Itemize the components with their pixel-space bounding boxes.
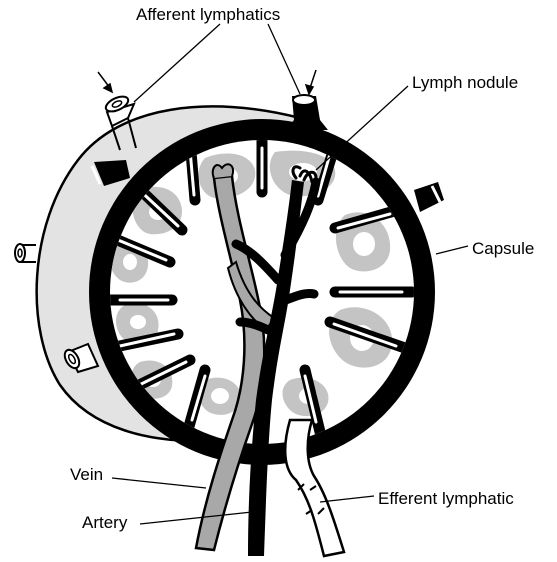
afferent-vessel-left [15,244,36,262]
leader-capsule [436,246,468,254]
arrow-icons [98,70,316,94]
leader-artery [140,512,252,524]
afferent-vessel-right [414,182,444,212]
vein-tip [213,164,233,178]
leader-vein [112,478,206,488]
label-capsule: Capsule [472,240,534,257]
leader-afferent-right [268,24,300,94]
label-efferent-lymphatic: Efferent lymphatic [378,490,514,507]
leader-afferent-left [134,24,220,102]
leader-efferent [320,496,374,502]
afferent-vessel-top [286,95,328,130]
label-lymph-nodule: Lymph nodule [412,74,518,91]
arrow-down-icon [310,70,316,88]
label-afferent-lymphatics: Afferent lymphatics [136,6,280,23]
label-vein: Vein [70,466,103,483]
label-artery: Artery [82,514,127,531]
